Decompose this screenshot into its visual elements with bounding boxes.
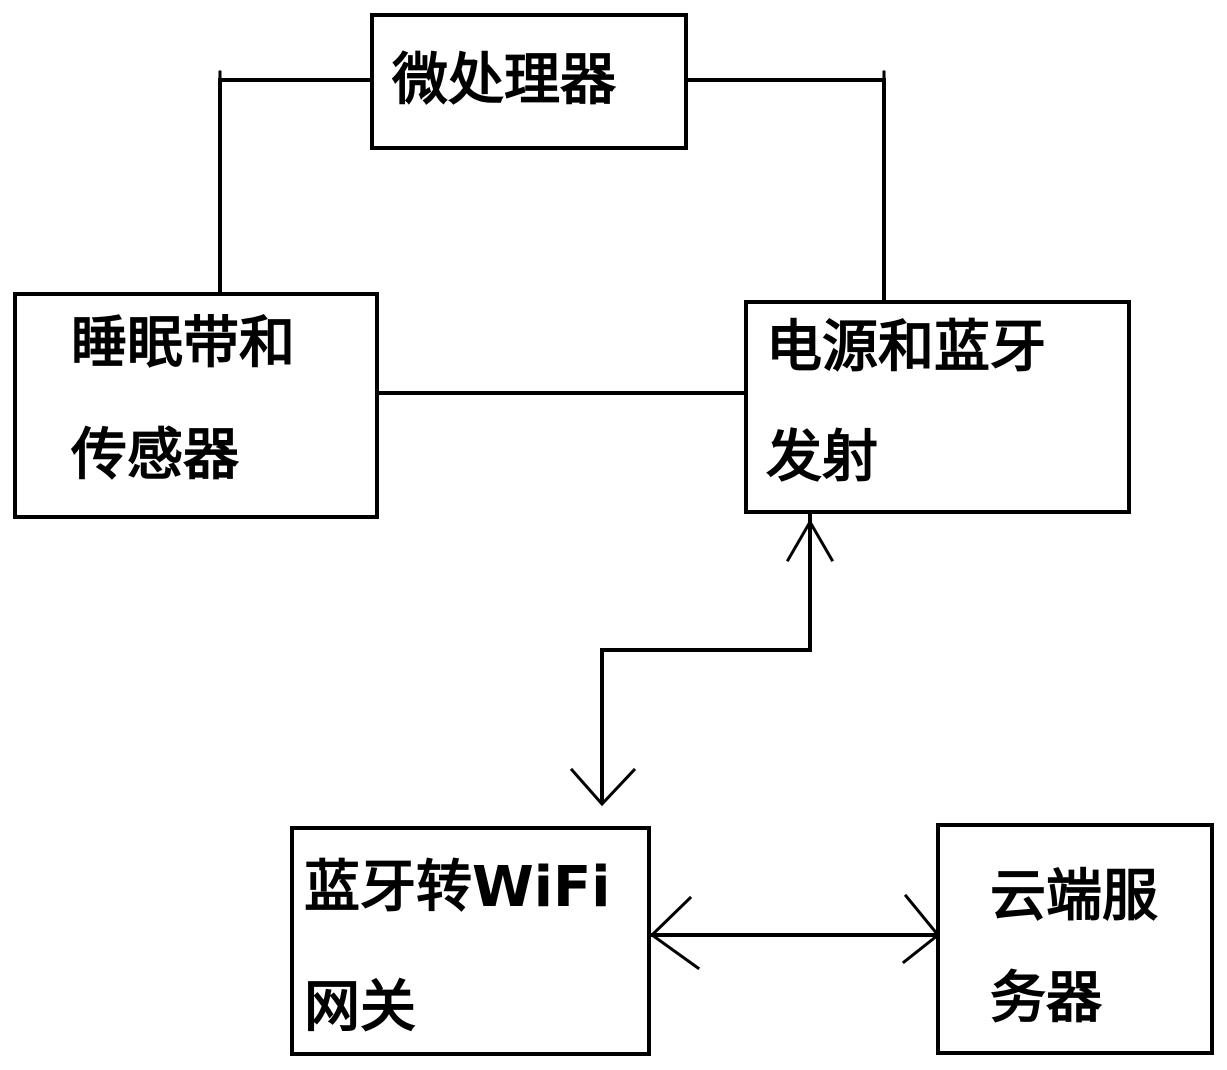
connector-microprocessor-sleepband (220, 80, 370, 292)
connector-power-gateway (602, 514, 810, 800)
microprocessor-label: 微处理器 (392, 53, 616, 109)
microprocessor-box: 微处理器 (370, 13, 688, 150)
bt-wifi-gateway-box: 蓝牙转WiFi 网关 (290, 826, 651, 1056)
power-bluetooth-label-line1: 电源和蓝牙 (766, 320, 1046, 376)
cloud-server-label-line2: 务器 (990, 971, 1102, 1027)
gateway-label-line2: 网关 (304, 980, 416, 1036)
cloud-server-box: 云端服 务器 (936, 823, 1214, 1055)
arrowhead-right-cloud (904, 896, 938, 962)
power-bluetooth-box: 电源和蓝牙 发射 (744, 300, 1131, 514)
sleep-band-label-line2: 传感器 (71, 428, 239, 484)
connector-microprocessor-power (688, 80, 884, 300)
power-bluetooth-label-line2: 发射 (766, 430, 878, 486)
cloud-server-label-line1: 云端服 (990, 869, 1158, 925)
gateway-label-line1: 蓝牙转WiFi (304, 860, 610, 916)
sleep-band-label-line1: 睡眠带和 (71, 316, 295, 372)
sleep-band-sensor-box: 睡眠带和 传感器 (13, 292, 379, 519)
